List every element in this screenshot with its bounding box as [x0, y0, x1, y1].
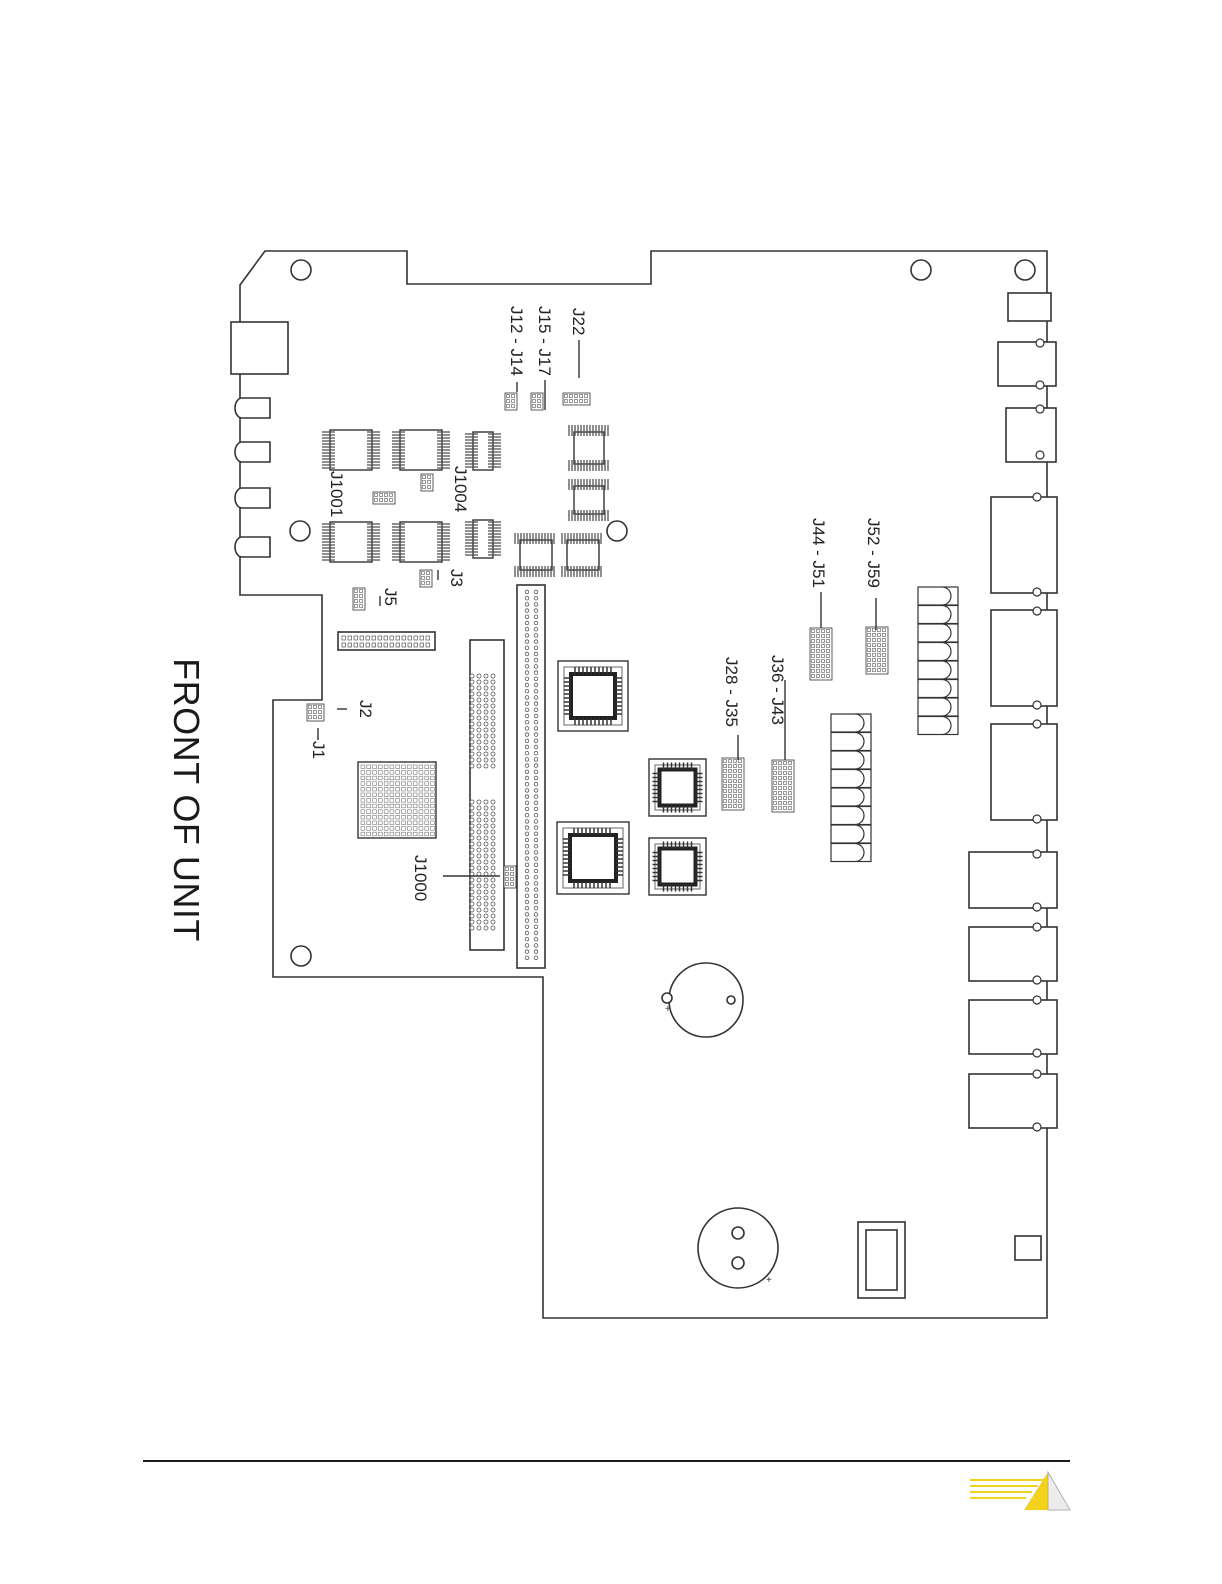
terminal — [918, 624, 958, 642]
footer-rule — [143, 1460, 1070, 1462]
front-of-unit-label: FRONT OF UNIT — [165, 658, 207, 942]
terminal — [831, 733, 871, 751]
smd-chip — [574, 432, 604, 464]
label-j36-j43: J36 - J43 — [768, 655, 787, 725]
ide-connector-long — [517, 585, 545, 968]
terminal — [918, 661, 958, 679]
svg-text:+: + — [766, 1275, 772, 1286]
mounting-hole — [291, 946, 311, 966]
brand-logo — [968, 1470, 1072, 1512]
qfp-chip-group — [557, 661, 706, 895]
battery-contact — [662, 993, 672, 1003]
mounting-hole — [290, 521, 310, 541]
right-connector — [969, 1074, 1057, 1128]
smd-chip — [330, 430, 372, 470]
label-j1000: J1000 — [411, 855, 430, 901]
label-j52-j59: J52 - J59 — [864, 518, 883, 588]
smd-chip — [400, 430, 442, 470]
smd-chip — [574, 486, 604, 514]
right-connector-large — [991, 610, 1057, 706]
label-j1001: J1001 — [327, 471, 346, 517]
terminal — [918, 643, 958, 661]
right-connector — [998, 342, 1056, 386]
label-j1: J1 — [309, 741, 328, 759]
battery-contact — [727, 996, 735, 1004]
bga-chip — [358, 762, 436, 838]
smd-chip — [400, 522, 442, 562]
label-j1004: J1004 — [451, 466, 470, 512]
label-j28-j35: J28 - J35 — [722, 657, 741, 727]
terminal — [831, 770, 871, 788]
label-j2: J2 — [356, 700, 375, 718]
smd-chip — [520, 540, 552, 570]
audio-jack — [235, 442, 270, 462]
right-connector — [969, 852, 1057, 908]
left-connector-block — [231, 322, 288, 374]
label-j12-j14: J12 - J14 — [507, 306, 526, 376]
mounting-hole — [291, 260, 311, 280]
right-connector-large — [991, 497, 1057, 593]
mounting-hole — [1015, 260, 1035, 280]
mounting-hole — [607, 521, 627, 541]
audio-jack — [235, 537, 270, 557]
smd-chip — [567, 540, 599, 570]
terminal — [831, 788, 871, 806]
audio-jack — [235, 488, 270, 508]
terminal — [831, 807, 871, 825]
terminal — [831, 714, 871, 732]
label-j22: J22 — [569, 308, 588, 335]
right-connector — [969, 927, 1057, 981]
terminal — [918, 606, 958, 624]
label-j3: J3 — [447, 569, 466, 587]
right-connector — [969, 1000, 1057, 1054]
right-connector-large — [991, 724, 1057, 820]
terminal — [918, 680, 958, 698]
right-connector — [1006, 408, 1056, 462]
right-connector-small — [1015, 1236, 1041, 1260]
label-j15-j17: J15 - J17 — [535, 306, 554, 376]
terminal — [831, 825, 871, 843]
terminal-block-strip — [918, 587, 958, 735]
audio-jack — [235, 398, 270, 418]
terminal-block-strip — [831, 714, 871, 862]
smd-chip — [330, 522, 372, 562]
terminal — [918, 717, 958, 735]
label-j5: J5 — [381, 588, 400, 606]
label-j44-j51: J44 - J51 — [809, 518, 828, 588]
terminal — [831, 751, 871, 769]
right-small-connector — [1008, 293, 1051, 321]
terminal — [831, 844, 871, 862]
terminal — [918, 587, 958, 605]
terminal — [918, 698, 958, 716]
svg-text:+: + — [665, 1004, 671, 1015]
mounting-hole — [911, 260, 931, 280]
